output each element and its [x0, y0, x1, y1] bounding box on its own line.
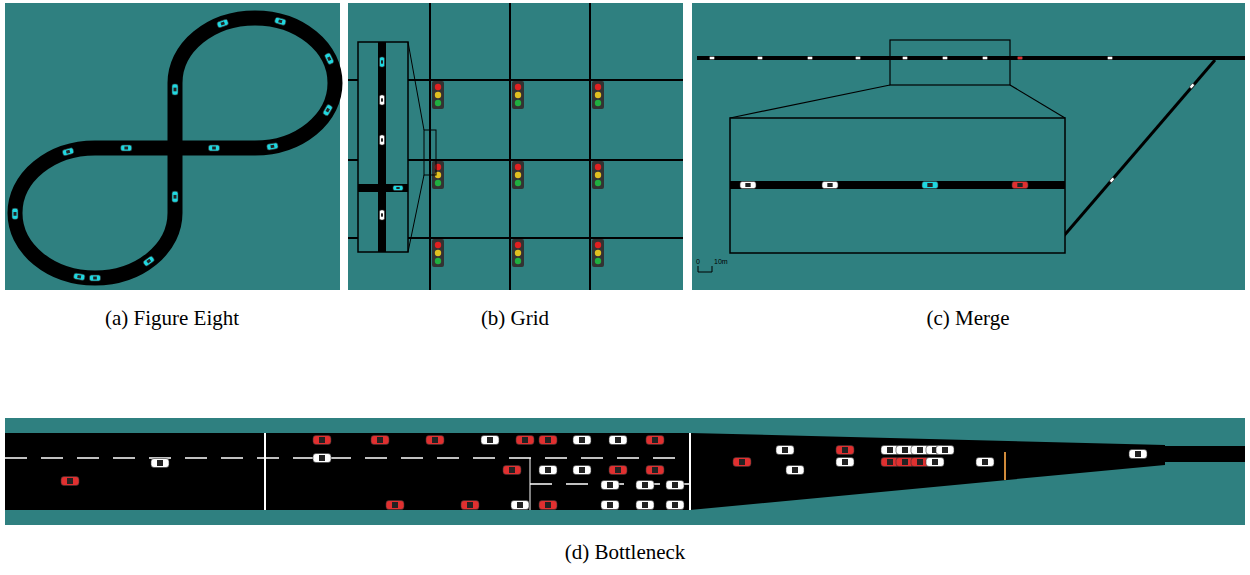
- vehicle: [856, 57, 861, 60]
- vehicle: [1109, 177, 1115, 183]
- merge-roads: [697, 40, 1245, 272]
- vehicle: [380, 210, 385, 220]
- vehicle: [172, 191, 178, 202]
- vehicle: [666, 501, 684, 510]
- panel-ground: [692, 3, 1245, 290]
- vehicle: [73, 273, 85, 281]
- vehicle: [313, 436, 331, 445]
- vehicle: [539, 501, 557, 510]
- vehicle: [646, 466, 664, 475]
- panel-caption: (a) Figure Eight: [105, 306, 239, 331]
- vehicle: [426, 436, 444, 445]
- vehicle: [1108, 57, 1113, 60]
- vehicle: [380, 57, 385, 67]
- vehicle: [786, 466, 804, 475]
- vehicle: [983, 57, 988, 60]
- vehicle: [539, 436, 557, 445]
- vehicle: [1012, 182, 1028, 189]
- vehicle: [143, 255, 155, 266]
- vehicle: [836, 458, 854, 467]
- vehicle: [1189, 83, 1195, 89]
- vehicle: [516, 436, 534, 445]
- scale-label: 0: [696, 258, 700, 265]
- panel-ground: [5, 418, 1245, 525]
- vehicle: [573, 436, 591, 445]
- vehicle: [1129, 450, 1147, 459]
- vehicle: [808, 57, 813, 60]
- vehicle: [539, 466, 557, 475]
- panel-caption: (c) Merge: [927, 306, 1010, 331]
- vehicle: [601, 501, 619, 510]
- panel-ground: [5, 3, 340, 290]
- vehicle: [313, 454, 331, 463]
- vehicle: [636, 481, 654, 490]
- figure-eight-road: [15, 18, 335, 278]
- vehicles: [12, 17, 1195, 510]
- vehicle: [976, 458, 994, 467]
- vehicle: [776, 446, 794, 455]
- panel-caption: (d) Bottleneck: [565, 540, 686, 565]
- vehicle: [121, 145, 132, 151]
- vehicle: [386, 501, 404, 510]
- vehicle: [922, 182, 938, 189]
- vehicle: [758, 57, 763, 60]
- grid-inset: [358, 42, 436, 252]
- vehicle: [274, 17, 286, 26]
- vehicle: [371, 436, 389, 445]
- vehicle: [573, 466, 591, 475]
- vehicle: [646, 436, 664, 445]
- vehicle: [12, 208, 18, 219]
- traffic-lights: [432, 81, 604, 267]
- vehicle: [62, 147, 74, 156]
- vehicle: [481, 436, 499, 445]
- panel-caption: (b) Grid: [481, 306, 549, 331]
- vehicle: [636, 501, 654, 510]
- bottleneck-road: [5, 433, 1245, 510]
- scale-label: 10m: [714, 258, 728, 265]
- vehicle: [90, 275, 101, 281]
- vehicle: [511, 501, 529, 510]
- vehicle: [61, 477, 79, 486]
- vehicle: [666, 481, 684, 490]
- vehicle: [461, 501, 479, 510]
- vehicle: [393, 186, 403, 191]
- vehicle: [936, 446, 954, 455]
- vehicle: [943, 57, 948, 60]
- vehicle: [217, 19, 229, 28]
- vehicle: [710, 57, 715, 60]
- vehicle: [324, 52, 334, 65]
- vehicle: [380, 95, 385, 105]
- vehicle: [322, 104, 333, 117]
- panel-ground: [348, 3, 683, 290]
- vehicle: [172, 84, 178, 95]
- vehicle: [151, 459, 169, 468]
- grid-roads: [348, 3, 683, 290]
- vehicle: [822, 182, 838, 189]
- vehicle: [266, 143, 278, 151]
- vehicle: [209, 145, 220, 151]
- vehicle: [740, 182, 756, 189]
- vehicle: [601, 481, 619, 490]
- vehicle: [503, 466, 521, 475]
- vehicle: [903, 57, 908, 60]
- vehicle: [609, 436, 627, 445]
- vehicle: [1018, 57, 1023, 60]
- vehicle: [733, 458, 751, 467]
- vehicle: [380, 135, 385, 145]
- vehicle: [836, 446, 854, 455]
- vehicle: [926, 458, 944, 467]
- vehicle: [609, 466, 627, 475]
